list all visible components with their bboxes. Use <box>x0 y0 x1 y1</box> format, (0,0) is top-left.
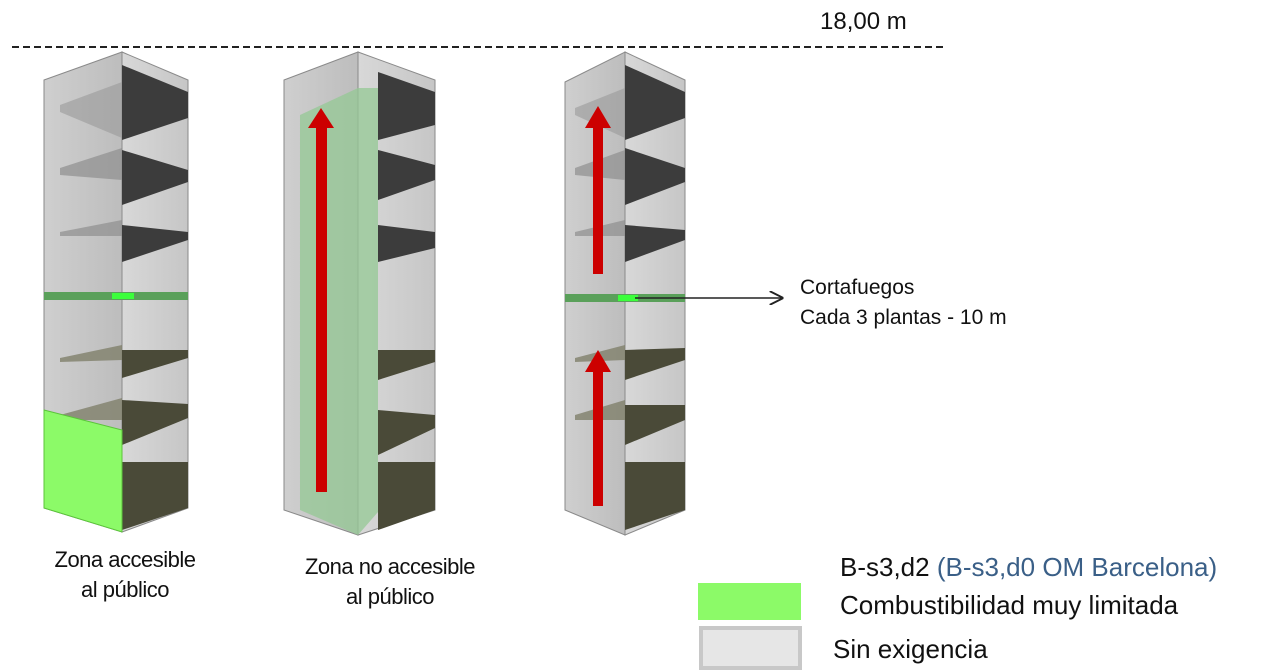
tower-1-caption-line2: al público <box>81 577 169 602</box>
tower-2-arrow <box>308 108 334 492</box>
tower-3-arrow-lower <box>585 350 611 506</box>
legend-item-2: Combustibilidad muy limitada <box>840 590 1179 620</box>
tower-2-caption-line1: Zona no accesible <box>304 554 476 579</box>
legend-item-3: Sin exigencia <box>833 634 988 664</box>
legend-item-1-main: B-s3,d2 <box>840 552 930 582</box>
tower-2-caption-line2: al público <box>346 584 434 609</box>
tower-2-green-zone <box>300 88 378 535</box>
firewall-spacing-label: Cada 3 plantas - 10 m <box>800 306 1007 329</box>
tower-1-green-zone <box>43 409 123 533</box>
tower-1-caption-line1: Zona accesible <box>54 547 196 572</box>
tower-2 <box>283 51 436 536</box>
firewall-label: Cortafuegos <box>800 276 915 299</box>
legend-item-1: B-s3,d2 (B-s3,d0 OM Barcelona) <box>840 552 1217 583</box>
height-label: 18,00 m <box>820 8 907 35</box>
legend-green-swatch <box>698 583 801 620</box>
tower-1 <box>43 51 189 533</box>
tower-3-arrow-upper <box>585 106 611 274</box>
legend-item-1-alt: (B-s3,d0 OM Barcelona) <box>936 552 1218 582</box>
tower-3 <box>564 51 686 536</box>
tower-2-caption: Zona no accesible al público <box>280 552 500 612</box>
legend-grey-swatch <box>699 626 802 670</box>
tower-1-caption: Zona accesible al público <box>30 545 220 605</box>
tower-2-floors <box>378 72 435 530</box>
tower-1-floors <box>60 65 188 530</box>
tower-3-floors <box>575 65 685 530</box>
